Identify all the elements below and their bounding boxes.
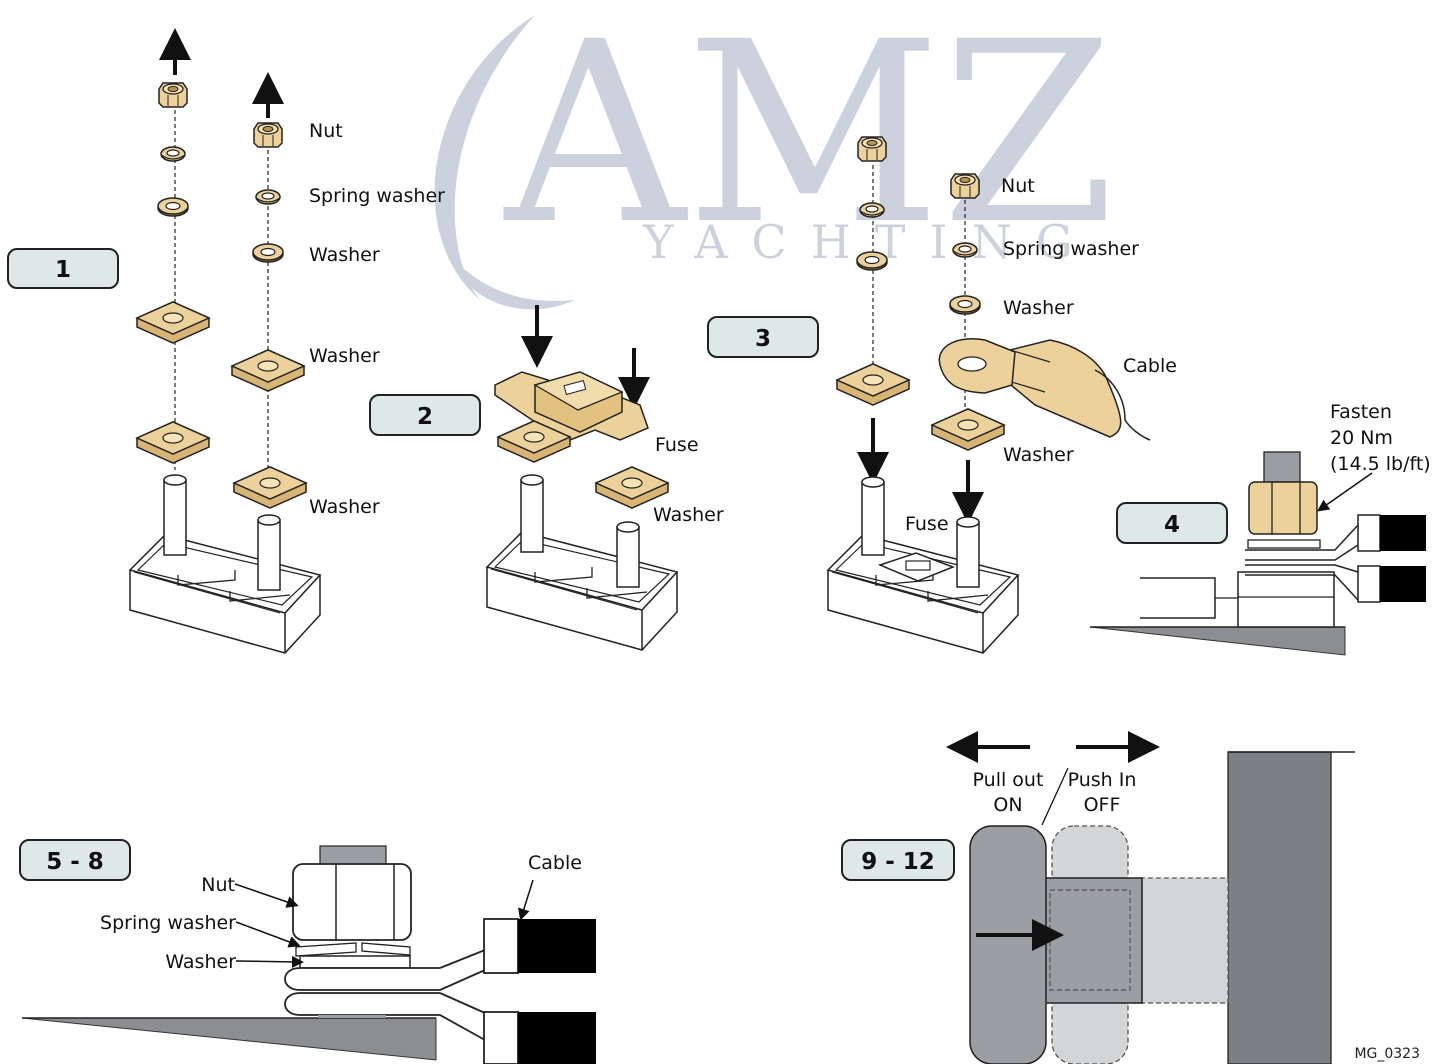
terminal-base-icon bbox=[1237, 571, 1335, 628]
step-badge-9-12: 9 - 12 bbox=[841, 839, 955, 881]
label-torque-nm: 20 Nm bbox=[1330, 427, 1393, 449]
step-badge-2: 2 bbox=[369, 394, 481, 436]
panel-3: Nut Spring washer Washer Cable Washer Fu… bbox=[827, 136, 1177, 654]
step-number: 5 - 8 bbox=[46, 849, 104, 875]
label-fuse: Fuse bbox=[905, 513, 949, 535]
nut-icon bbox=[950, 173, 980, 199]
watermark-brand: AMZ bbox=[503, 0, 1115, 279]
washer-icon bbox=[157, 197, 189, 217]
label-washer: Washer bbox=[165, 951, 236, 973]
cable-lug-icon bbox=[938, 338, 1151, 441]
step-badge-3: 3 bbox=[707, 316, 819, 358]
surface-icon bbox=[1089, 626, 1346, 656]
panel-4: Fasten 20 Nm (14.5 lb/ft) bbox=[1089, 401, 1431, 656]
panel-wall-icon bbox=[1227, 751, 1332, 1064]
label-spring-washer: Spring washer bbox=[1003, 238, 1139, 260]
spring-washer-icon bbox=[255, 189, 281, 205]
step-number: 4 bbox=[1164, 512, 1180, 538]
step-badge-5-8: 5 - 8 bbox=[19, 839, 131, 881]
label-nut: Nut bbox=[1001, 175, 1035, 197]
spring-washer-icon bbox=[295, 942, 357, 957]
panel-2: Fuse Washer bbox=[486, 305, 724, 651]
label-washer: Washer bbox=[653, 504, 724, 526]
label-cable: Cable bbox=[1123, 355, 1177, 377]
nut-icon bbox=[857, 136, 887, 162]
washer-icon bbox=[949, 295, 981, 315]
fuse-holder-icon bbox=[486, 474, 678, 651]
step-number: 2 bbox=[417, 404, 433, 430]
sail-logo-icon bbox=[434, 15, 535, 300]
spring-washer-icon bbox=[952, 242, 978, 258]
washer-plate-icon bbox=[136, 421, 210, 464]
fuse-holder-icon bbox=[129, 474, 321, 654]
label-nut: Nut bbox=[201, 874, 235, 896]
surface-icon bbox=[21, 1017, 437, 1061]
label-on: ON bbox=[993, 794, 1022, 816]
label-push-in: Push In bbox=[1068, 769, 1137, 791]
cable-icon bbox=[284, 918, 596, 1064]
label-washer: Washer bbox=[1003, 297, 1074, 319]
nut-icon bbox=[253, 122, 283, 148]
nut-icon bbox=[292, 863, 412, 941]
label-spring-washer: Spring washer bbox=[100, 912, 236, 934]
washer-plate-icon bbox=[233, 466, 307, 509]
label-washer: Washer bbox=[309, 496, 380, 518]
washer-plate-icon bbox=[595, 466, 669, 509]
step-number: 1 bbox=[55, 257, 71, 283]
spring-washer-icon bbox=[160, 146, 186, 162]
amz-yachting-watermark: AMZ YACHTING bbox=[434, 0, 1115, 310]
step-badge-4: 4 bbox=[1116, 502, 1228, 544]
label-washer: Washer bbox=[309, 244, 380, 266]
label-washer: Washer bbox=[1003, 444, 1074, 466]
figure-code: MG_0323 bbox=[1354, 1046, 1420, 1062]
washer-icon bbox=[252, 243, 284, 263]
washer-plate-icon bbox=[931, 408, 1005, 451]
label-washer: Washer bbox=[309, 345, 380, 367]
label-nut: Nut bbox=[309, 120, 343, 142]
step-number: 3 bbox=[755, 326, 771, 352]
step-number: 9 - 12 bbox=[861, 849, 935, 875]
label-off: OFF bbox=[1084, 794, 1121, 816]
label-torque-lbft: (14.5 lb/ft) bbox=[1330, 453, 1431, 475]
nut-icon bbox=[1248, 481, 1318, 535]
nut-icon bbox=[158, 82, 188, 108]
label-cable: Cable bbox=[528, 852, 582, 874]
cable-icon bbox=[1245, 514, 1426, 603]
panel-1: Nut Spring washer Washer Washer Washer bbox=[129, 28, 445, 654]
label-spring-washer: Spring washer bbox=[309, 185, 445, 207]
fuse-holder-icon bbox=[827, 476, 1019, 654]
label-fuse: Fuse bbox=[655, 434, 699, 456]
washer-icon bbox=[856, 251, 888, 271]
panel-9-12: Pull out ON Push In OFF bbox=[946, 731, 1355, 1064]
step-badge-1: 1 bbox=[7, 248, 119, 289]
spring-washer-icon bbox=[859, 202, 885, 218]
label-fasten: Fasten bbox=[1330, 401, 1392, 423]
breaker-knob-icon[interactable] bbox=[969, 825, 1143, 1064]
washer-icon bbox=[299, 955, 411, 969]
washer-plate-icon bbox=[836, 363, 910, 406]
panel-5-8: Cable Nut Spring washer Washer bbox=[21, 845, 596, 1064]
label-pull-out: Pull out bbox=[973, 769, 1044, 791]
washer-plate-icon bbox=[231, 349, 305, 392]
washer-plate-icon bbox=[136, 301, 210, 344]
